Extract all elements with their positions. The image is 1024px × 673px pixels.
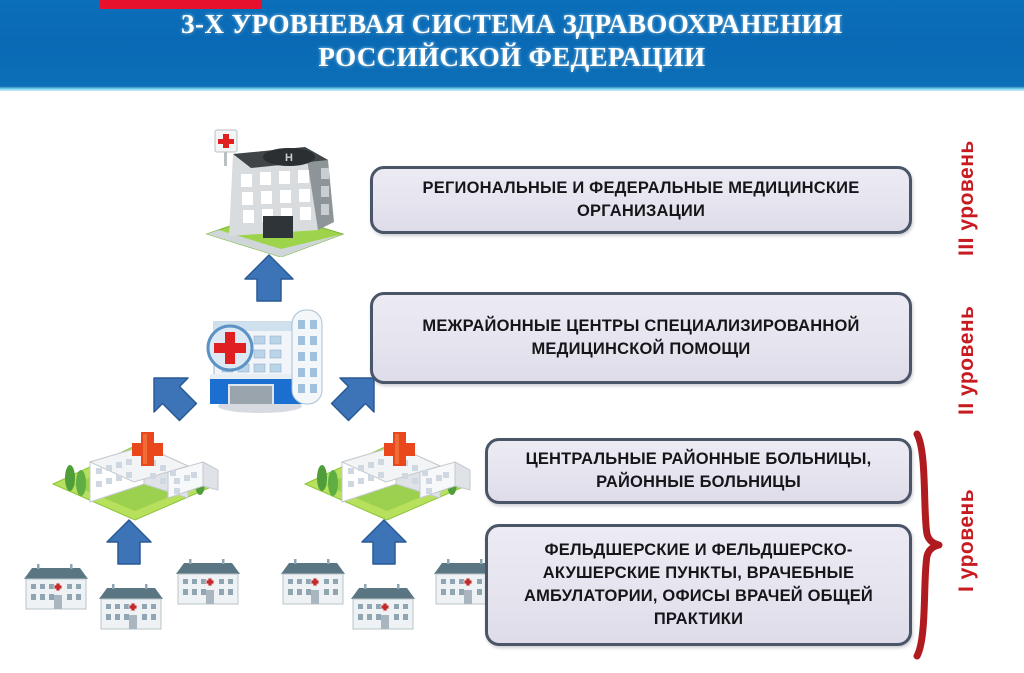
arrow-diagonal-left-to-level2 <box>153 377 198 422</box>
arrow-diagonal-right-to-level2 <box>330 377 375 422</box>
level-3-label: III уровень <box>955 140 978 256</box>
arrow-up-level2-to-level3 <box>244 254 294 302</box>
level1-district-hospitals-label: ЦЕНТРАЛЬНЫЕ РАЙОННЫЕ БОЛЬНИЦЫ, РАЙОННЫЕ … <box>525 450 872 491</box>
page-title-line-1: 3-Х УРОВНЕВАЯ СИСТЕМА ЗДРАВООХРАНЕНИЯ <box>181 9 843 39</box>
level3-hospital-icon: H <box>205 129 345 257</box>
level1-district-hospitals-box[interactable]: ЦЕНТРАЛЬНЫЕ РАЙОННЫЕ БОЛЬНИЦЫ, РАЙОННЫЕ … <box>485 438 912 504</box>
level1-hospital-icon-right <box>303 432 472 521</box>
level-2-label: II уровень <box>955 305 978 415</box>
level1-feldsher-points-label: ФЕЛЬДШЕРСКИЕ И ФЕЛЬДШЕРСКО-АКУШЕРСКИЕ ПУ… <box>524 541 873 628</box>
level2-hospital-icon <box>206 309 323 413</box>
level3-organizations-label: РЕГИОНАЛЬНЫЕ И ФЕДЕРАЛЬНЫЕ МЕДИЦИНСКИЕ О… <box>422 179 860 220</box>
header-banner <box>0 0 1024 86</box>
level3-organizations-box[interactable]: РЕГИОНАЛЬНЫЕ И ФЕДЕРАЛЬНЫЕ МЕДИЦИНСКИЕ О… <box>370 166 912 234</box>
level-1-label: I уровень <box>955 488 978 592</box>
page-title: 3-Х УРОВНЕВАЯ СИСТЕМА ЗДРАВООХРАНЕНИЯ РО… <box>0 8 1024 74</box>
level1-feldsher-points-box[interactable]: ФЕЛЬДШЕРСКИЕ И ФЕЛЬДШЕРСКО-АКУШЕРСКИЕ ПУ… <box>485 524 912 646</box>
level1-clinic-icon-2 <box>99 584 163 630</box>
level1-hospital-icon-left <box>51 432 220 521</box>
arrow-up-clinics-to-district-left <box>106 519 152 565</box>
svg-text:H: H <box>285 152 293 164</box>
level1-clinic-icon-5 <box>351 584 415 630</box>
level1-clinic-icon-4 <box>281 559 345 605</box>
header-underline <box>0 86 1024 91</box>
level2-interdistrict-centers-box[interactable]: МЕЖРАЙОННЫЕ ЦЕНТРЫ СПЕЦИАЛИЗИРОВАННОЙ МЕ… <box>370 292 912 384</box>
level1-clinic-icon-3 <box>176 559 240 605</box>
level1-grouping-brace <box>913 430 943 660</box>
level2-interdistrict-centers-label: МЕЖРАЙОННЫЕ ЦЕНТРЫ СПЕЦИАЛИЗИРОВАННОЙ МЕ… <box>422 317 860 358</box>
header-accent-bar <box>100 0 262 9</box>
page-title-line-2: РОССИЙСКОЙ ФЕДЕРАЦИИ <box>318 42 706 72</box>
arrow-up-clinics-to-district-right <box>361 519 407 565</box>
level1-clinic-icon-1 <box>24 564 88 610</box>
